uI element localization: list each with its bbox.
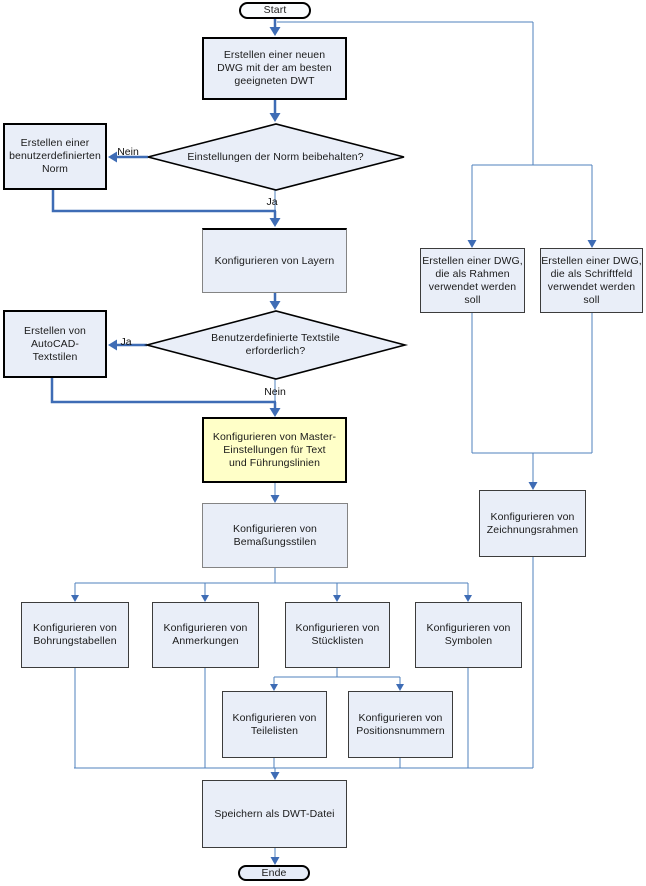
decision-keep-standard-shape [147, 123, 405, 191]
node-configure-master-text-highlighted: Konfigurieren von Master- Einstellungen … [202, 417, 347, 483]
node-end: Ende [238, 865, 310, 881]
node-configure-parts-lists: Konfigurieren von Stücklisten [285, 602, 390, 668]
node-save-as-dwt: Speichern als DWT-Datei [202, 780, 347, 848]
node-create-dwg-border: Erstellen einer DWG, die als Rahmen verw… [420, 248, 525, 313]
node-configure-drawing-borders: Konfigurieren von Zeichnungsrahmen [479, 490, 586, 557]
node-start: Start [239, 2, 311, 19]
edge-label-ja-keep-standard: Ja [266, 196, 278, 208]
node-configure-symbols: Konfigurieren von Symbolen [415, 602, 522, 668]
node-configure-dim-styles: Konfigurieren von Bemaßungsstilen [202, 503, 348, 568]
node-configure-balloons: Konfigurieren von Positionsnummern [348, 691, 453, 758]
decision-custom-text-styles-label: Benutzerdefinierte Textstile erforderlic… [211, 332, 340, 357]
edge-label-nein-text-styles: Nein [264, 386, 286, 398]
node-create-new-dwg: Erstellen einer neuen DWG mit der am bes… [202, 37, 347, 100]
decision-custom-text-styles-shape [143, 310, 409, 380]
node-create-autocad-text-styles: Erstellen von AutoCAD- Textstilen [3, 310, 107, 378]
edge-label-ja-text-styles: Ja [120, 336, 132, 348]
node-configure-layers: Konfigurieren von Layern [202, 228, 347, 293]
node-configure-part-lists: Konfigurieren von Teilelisten [222, 691, 327, 758]
node-create-dwg-titleblock: Erstellen einer DWG, die als Schriftfeld… [540, 248, 643, 313]
node-configure-hole-tables: Konfigurieren von Bohrungstabellen [21, 602, 129, 668]
decision-keep-standard-label: Einstellungen der Norm beibehalten? [187, 150, 364, 163]
node-create-custom-standard: Erstellen einer benutzerdefinierten Norm [3, 123, 107, 190]
node-configure-annotations: Konfigurieren von Anmerkungen [152, 602, 259, 668]
edge-label-nein-keep-standard: Nein [117, 146, 139, 158]
